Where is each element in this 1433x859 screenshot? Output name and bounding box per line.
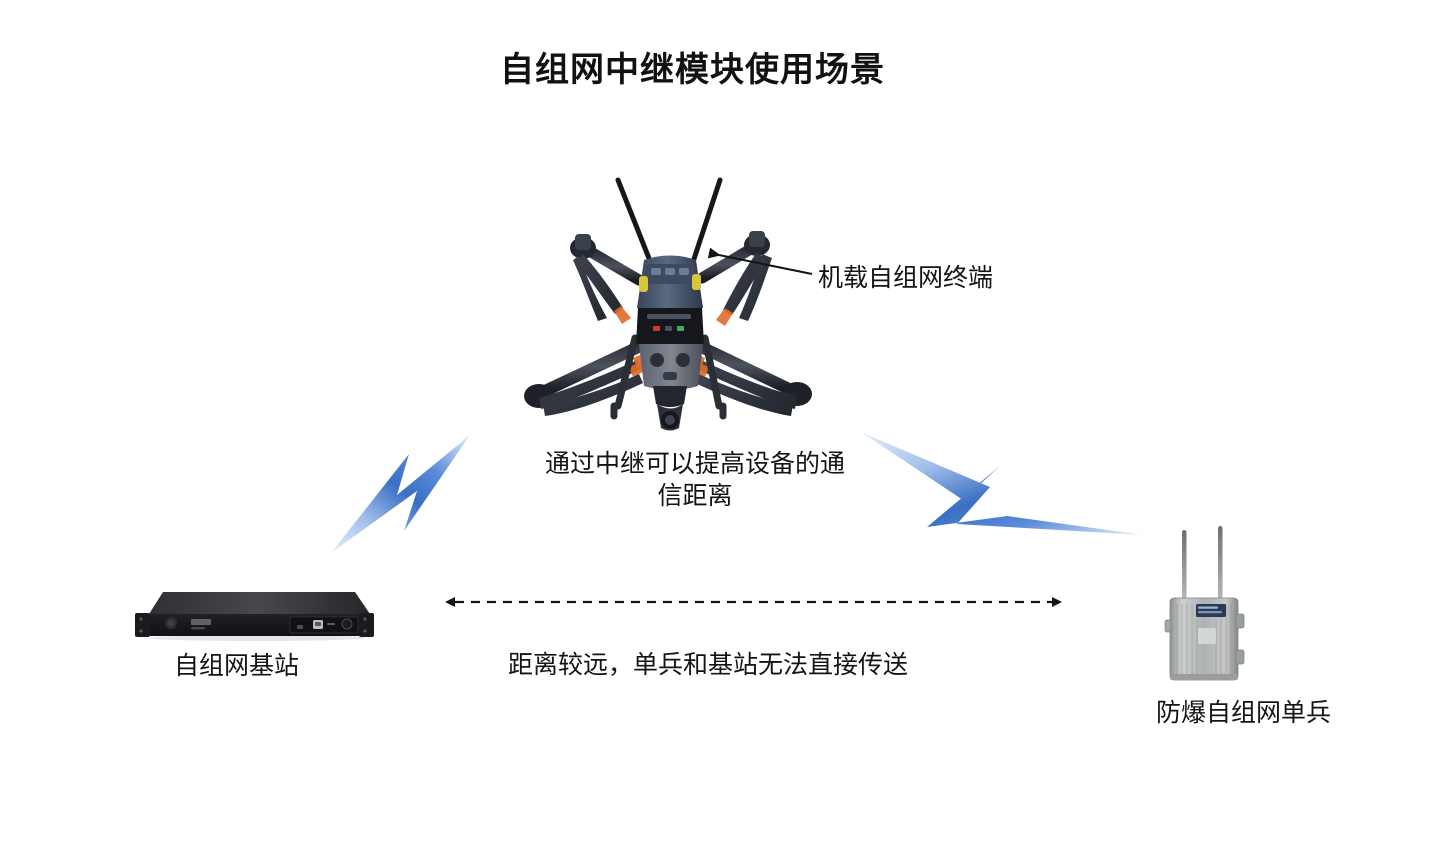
soldier-terminal-image [1160, 524, 1260, 684]
drone-landing-gear [610, 334, 727, 420]
base-station-label: 自组网基站 [174, 652, 300, 680]
soldier-terminal-label: 防爆自组网单兵 [1156, 699, 1332, 727]
soldier-antenna-left [1182, 530, 1187, 602]
lightning-bolt-icon-left [331, 435, 470, 553]
drone-arm-rear-left [570, 234, 645, 324]
distance-note-label: 距离较远，单兵和基站无法直接传送 [508, 651, 909, 679]
drone-fuselage [636, 255, 704, 431]
base-station-image [133, 588, 376, 642]
drone-callout-label: 机载自组网终端 [818, 264, 994, 292]
drone-antenna-right [688, 177, 723, 271]
drone-arm-rear-right [696, 231, 772, 326]
drone-antenna-left [615, 177, 657, 274]
page-title: 自组网中继模块使用场景 [500, 51, 885, 89]
drone-arm-front-left [524, 337, 653, 416]
relay-note-line-2: 信距离 [657, 482, 733, 510]
relay-note: 通过中继可以提高设备的通 信距离 [500, 448, 890, 512]
drone-image [487, 168, 852, 443]
drone-arm-front-right [687, 337, 812, 416]
lightning-bolt-icon-right [861, 432, 1143, 535]
soldier-antenna-right [1218, 526, 1223, 602]
relay-note-line-1: 通过中继可以提高设备的通 [544, 450, 845, 478]
